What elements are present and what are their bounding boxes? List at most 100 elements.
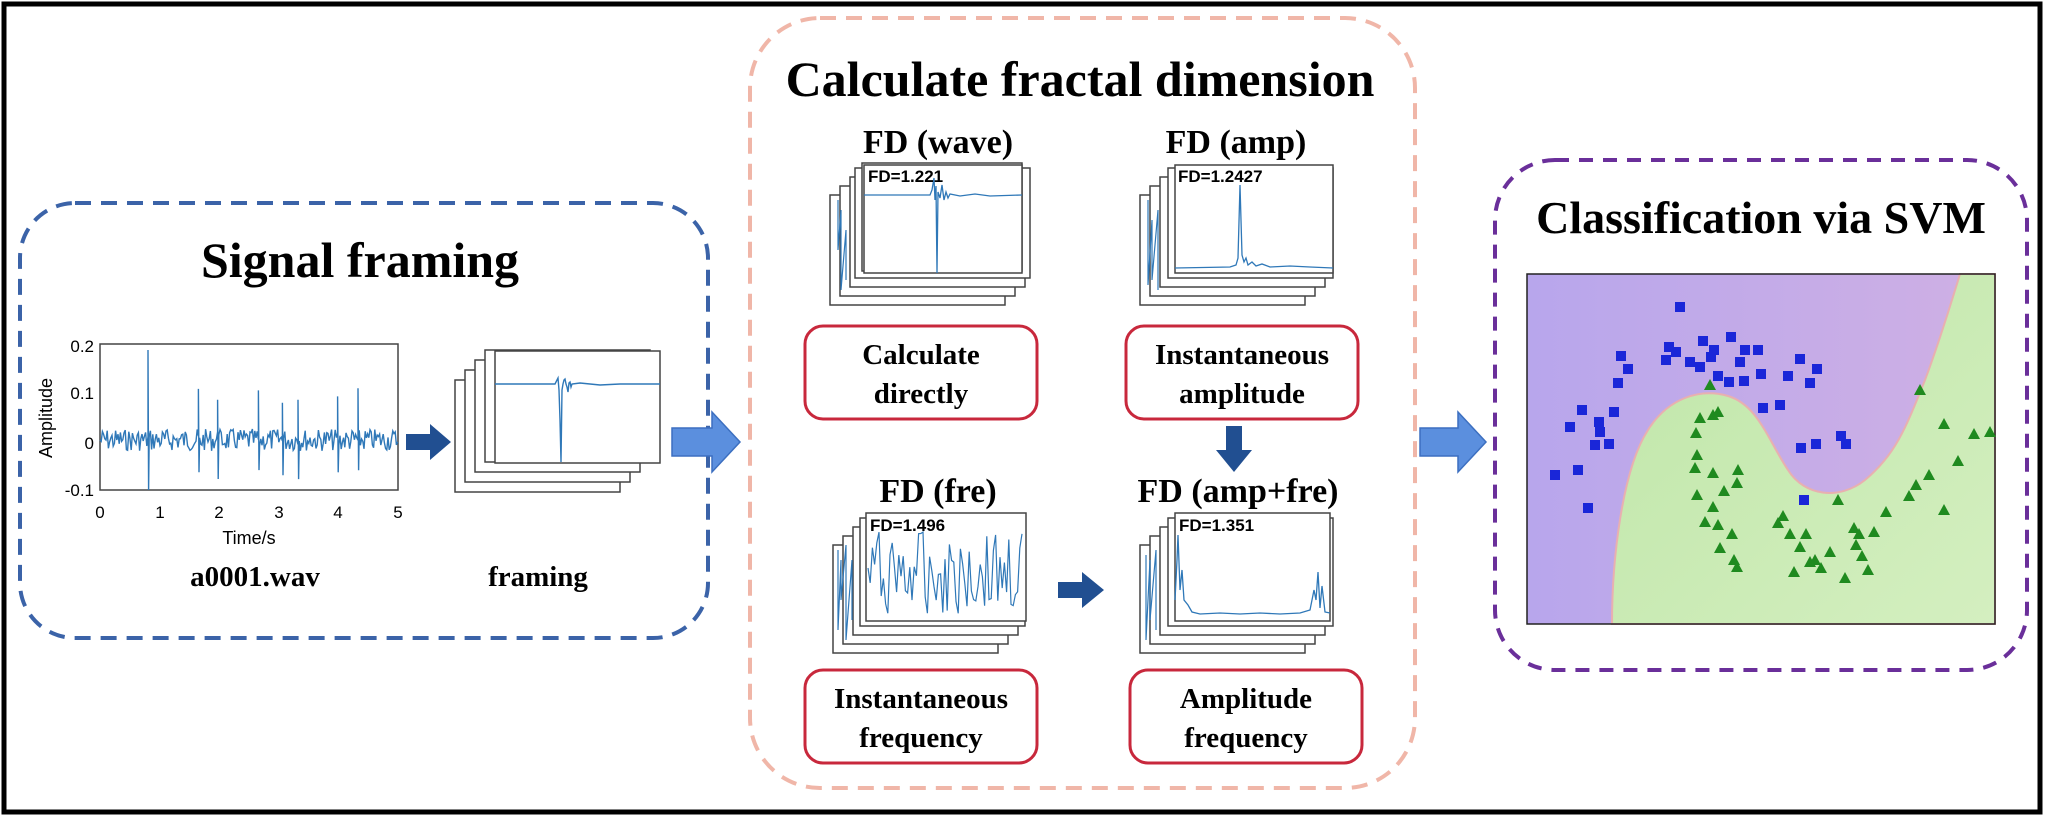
amplitude-frequency-line2: frequency — [1184, 722, 1308, 754]
svm-point-class-a — [1550, 470, 1560, 480]
svm-point-class-b — [1699, 516, 1711, 527]
arrow-to-framing — [406, 424, 451, 460]
y-axis-label: Amplitude — [36, 378, 56, 458]
svm-point-class-b — [1914, 384, 1926, 395]
svm-point-class-b — [1731, 477, 1743, 488]
svm-point-class-a — [1695, 362, 1705, 372]
svm-point-class-a — [1595, 427, 1605, 437]
svm-point-class-a — [1739, 376, 1749, 386]
svm-point-class-a — [1565, 422, 1575, 432]
x-tick-3: 3 — [274, 503, 283, 522]
svm-point-class-a — [1836, 431, 1846, 441]
svm-point-class-a — [1726, 332, 1736, 342]
svm-point-class-a — [1811, 439, 1821, 449]
svm-point-class-a — [1735, 357, 1745, 367]
svm-class-a-points — [1550, 302, 1851, 513]
fd-fre-heading: FD (fre) — [879, 473, 996, 510]
svm-point-class-b — [1880, 506, 1892, 517]
signal-plot: 0.2 0.1 0 -0.1 0 1 2 3 4 5 Time/s Amplit… — [36, 337, 403, 548]
framing-front-frame — [494, 350, 661, 464]
fd-ampfre-trace — [1174, 534, 1331, 615]
svm-point-class-b — [1938, 418, 1950, 429]
svm-point-class-b — [1714, 542, 1726, 553]
svm-point-class-a — [1613, 378, 1623, 388]
svm-point-class-b — [1788, 566, 1800, 577]
fd-amp-trace — [1174, 184, 1334, 269]
x-tick-1: 1 — [155, 503, 164, 522]
arrow-to-svm — [1419, 410, 1488, 474]
framing-stack — [454, 349, 661, 493]
svm-point-class-b — [1800, 528, 1812, 539]
svm-point-class-b — [1938, 504, 1950, 515]
x-tick-0: 0 — [95, 503, 104, 522]
svm-point-class-a — [1577, 405, 1587, 415]
svm-point-class-b — [1772, 517, 1784, 528]
instantaneous-frequency-line1: Instantaneous — [834, 683, 1008, 715]
svm-point-class-a — [1604, 439, 1614, 449]
x-tick-2: 2 — [214, 503, 223, 522]
svm-point-class-b — [1952, 455, 1964, 466]
svm-plot-frame — [1526, 273, 1996, 625]
svm-point-class-a — [1664, 342, 1674, 352]
signal-plot-axes — [99, 343, 399, 491]
signal-framing-panel — [18, 201, 710, 640]
svm-point-class-b — [1809, 554, 1821, 565]
svm-point-class-a — [1724, 377, 1734, 387]
svm-point-class-b — [1707, 409, 1719, 420]
svm-point-class-b — [1862, 564, 1874, 575]
svm-point-class-b — [1968, 428, 1980, 439]
instantaneous-frequency-line2: frequency — [859, 722, 983, 754]
svm-point-class-b — [1815, 562, 1827, 573]
fd-amp-label: FD=1.2427 — [1178, 167, 1263, 186]
svm-point-class-a — [1594, 417, 1604, 427]
svm-plot — [1526, 273, 1996, 625]
fd-wave-front-frame — [863, 164, 1023, 274]
svm-point-class-a — [1799, 495, 1809, 505]
svm-point-class-a — [1623, 364, 1633, 374]
svm-point-class-b — [1784, 528, 1796, 539]
svm-point-class-a — [1783, 371, 1793, 381]
framing-caption: framing — [488, 561, 588, 593]
svm-point-class-a — [1583, 503, 1593, 513]
amplitude-frequency-line1: Amplitude — [1180, 683, 1312, 715]
fd-wave-label: FD=1.221 — [868, 167, 943, 186]
svm-class-b-points — [1689, 379, 1996, 583]
fractal-title: Calculate fractal dimension — [786, 51, 1375, 107]
svm-point-class-b — [1923, 469, 1935, 480]
svm-point-class-b — [1690, 427, 1702, 438]
x-tick-5: 5 — [393, 503, 402, 522]
svm-point-class-b — [1707, 467, 1719, 478]
svm-region-green — [1610, 273, 1996, 625]
fd-ampfre-stack: FD=1.351 — [1139, 512, 1334, 654]
svm-point-class-b — [1850, 539, 1862, 550]
fd-fre-label: FD=1.496 — [870, 516, 945, 535]
calculate-directly-box — [803, 324, 1039, 421]
svm-point-class-b — [1712, 519, 1724, 530]
arrow-fre-to-ampfre — [1058, 572, 1104, 608]
svm-point-class-a — [1590, 440, 1600, 450]
svm-point-class-a — [1758, 403, 1768, 413]
arrow-down-to-ampfre — [1216, 426, 1252, 472]
svm-point-class-b — [1777, 510, 1789, 521]
svm-point-class-a — [1616, 351, 1626, 361]
svm-point-class-b — [1707, 501, 1719, 512]
y-tick-0: 0 — [85, 434, 94, 453]
calculate-directly-line2: directly — [874, 378, 969, 410]
svm-point-class-b — [1712, 406, 1724, 417]
fd-wave-stack: FD=1.221 — [829, 162, 1031, 306]
signal-trace — [99, 349, 399, 491]
svm-point-class-a — [1713, 371, 1723, 381]
svm-point-class-a — [1812, 364, 1822, 374]
x-tick-4: 4 — [333, 503, 342, 522]
svm-point-class-b — [1704, 379, 1716, 390]
svm-point-class-a — [1661, 355, 1671, 365]
wave-file-caption: a0001.wav — [190, 561, 320, 593]
svm-point-class-b — [1726, 528, 1738, 539]
svm-point-class-b — [1868, 526, 1880, 537]
arrow-to-fractal — [671, 410, 742, 474]
svm-point-class-b — [1853, 528, 1865, 539]
instantaneous-frequency-box — [803, 668, 1039, 765]
svm-title: Classification via SVM — [1536, 192, 1986, 243]
y-tick-neg0.1: -0.1 — [65, 481, 94, 500]
fd-fre-trace — [867, 531, 1023, 614]
